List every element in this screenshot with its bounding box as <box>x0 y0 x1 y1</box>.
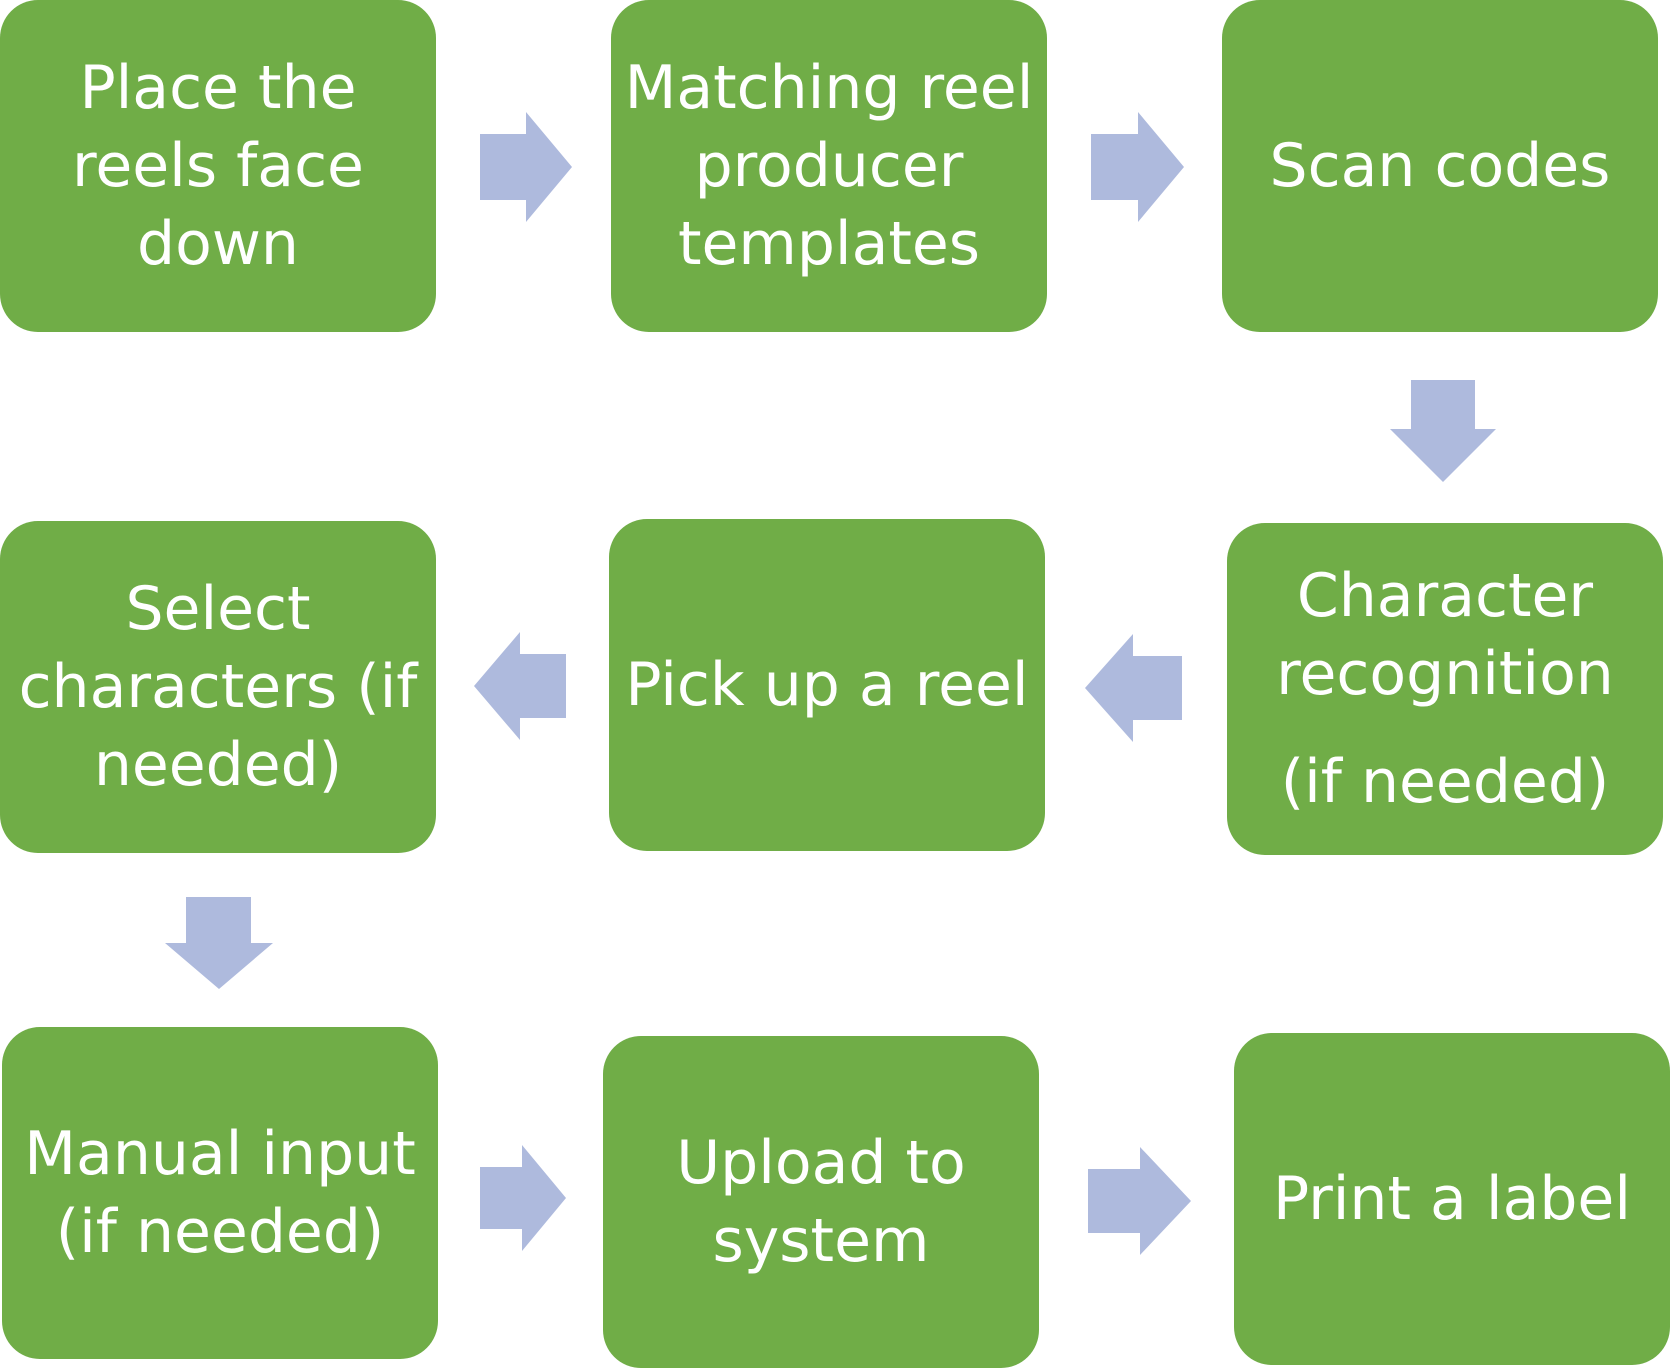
step-label-line: down <box>137 209 299 279</box>
step-label-line: Manual input <box>24 1119 416 1189</box>
step-label-line: producer <box>694 131 964 201</box>
step-matching-templates: Matching reel producer templates <box>611 0 1047 332</box>
step-label-line: Select <box>125 574 311 644</box>
step-label-line: Pick up a reel <box>625 650 1029 720</box>
step-label-line: reels face <box>72 131 364 201</box>
step-select-characters: Select characters (if needed) <box>0 521 436 853</box>
left-arrow-icon <box>1085 634 1182 742</box>
step-print-label: Print a label <box>1234 1033 1670 1365</box>
step-label-line: templates <box>677 209 981 279</box>
step-scan-codes: Scan codes <box>1222 0 1658 332</box>
step-label-line: (if needed) <box>1280 747 1610 817</box>
step-label-line: Matching reel <box>624 53 1034 123</box>
down-arrow-icon <box>1390 380 1496 482</box>
right-arrow-icon <box>480 112 572 222</box>
step-label-line: recognition <box>1276 639 1614 709</box>
step-place-reels: Place the reels face down <box>0 0 436 332</box>
step-label-line: Print a label <box>1272 1164 1632 1234</box>
step-label-line: needed) <box>93 730 343 800</box>
step-character-recognition: Character recognition (if needed) <box>1227 523 1663 855</box>
down-arrow-icon <box>165 897 273 989</box>
right-arrow-icon <box>1091 112 1184 222</box>
right-arrow-icon <box>480 1145 566 1251</box>
right-arrow-icon <box>1088 1147 1191 1255</box>
step-label-line: characters (if <box>18 652 418 722</box>
step-label-line: Scan codes <box>1269 131 1611 201</box>
step-manual-input: Manual input (if needed) <box>2 1027 438 1359</box>
step-pick-up-reel: Pick up a reel <box>609 519 1045 851</box>
left-arrow-icon <box>474 632 566 740</box>
step-upload-to-system: Upload to system <box>603 1036 1039 1368</box>
step-label-line: Place the <box>79 53 357 123</box>
step-label-line: system <box>712 1206 930 1276</box>
step-label-line: (if needed) <box>55 1197 385 1267</box>
step-label-line: Character <box>1296 561 1594 631</box>
step-label-line: Upload to <box>676 1128 966 1198</box>
